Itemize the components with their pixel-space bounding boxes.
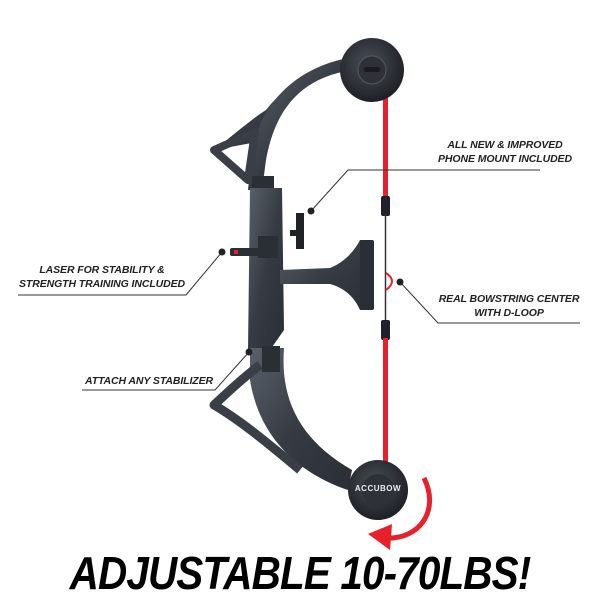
callout-phone-mount-line1: ALL NEW & IMPROVED (447, 139, 563, 151)
callout-bowstring: REAL BOWSTRING CENTER WITH D-LOOP (434, 292, 584, 320)
d-loop (385, 272, 393, 291)
callout-laser-line1: LASER FOR STABILITY & (39, 264, 165, 276)
callout-phone-mount: ALL NEW & IMPROVED PHONE MOUNT INCLUDED (425, 138, 585, 166)
brand-logo: ACCUBOW (354, 484, 402, 493)
callout-phone-mount-line2: PHONE MOUNT INCLUDED (438, 153, 572, 165)
bowstring (381, 78, 393, 468)
callout-dots (218, 207, 404, 356)
callout-laser-line2: STRENGTH TRAINING INCLUDED (19, 278, 185, 290)
phone-mount (290, 213, 304, 249)
callout-bowstring-line1: REAL BOWSTRING CENTER (438, 293, 580, 305)
bottom-cam (348, 460, 408, 520)
callout-stabilizer: ATTACH ANY STABILIZER (80, 374, 218, 388)
riser (248, 188, 374, 350)
adjust-arrow-icon (368, 476, 432, 550)
upper-limb (210, 58, 352, 190)
leader-lines (18, 169, 580, 391)
callout-stabilizer-line1: ATTACH ANY STABILIZER (85, 375, 213, 387)
laser-sight (230, 248, 260, 256)
callout-laser: LASER FOR STABILITY & STRENGTH TRAINING … (12, 263, 192, 291)
callout-bowstring-line2: WITH D-LOOP (474, 307, 544, 319)
grip-handle (280, 240, 373, 310)
top-cam (340, 38, 404, 102)
headline: ADJUSTABLE 10-70LBS! (69, 547, 532, 599)
lower-limb (209, 346, 352, 490)
